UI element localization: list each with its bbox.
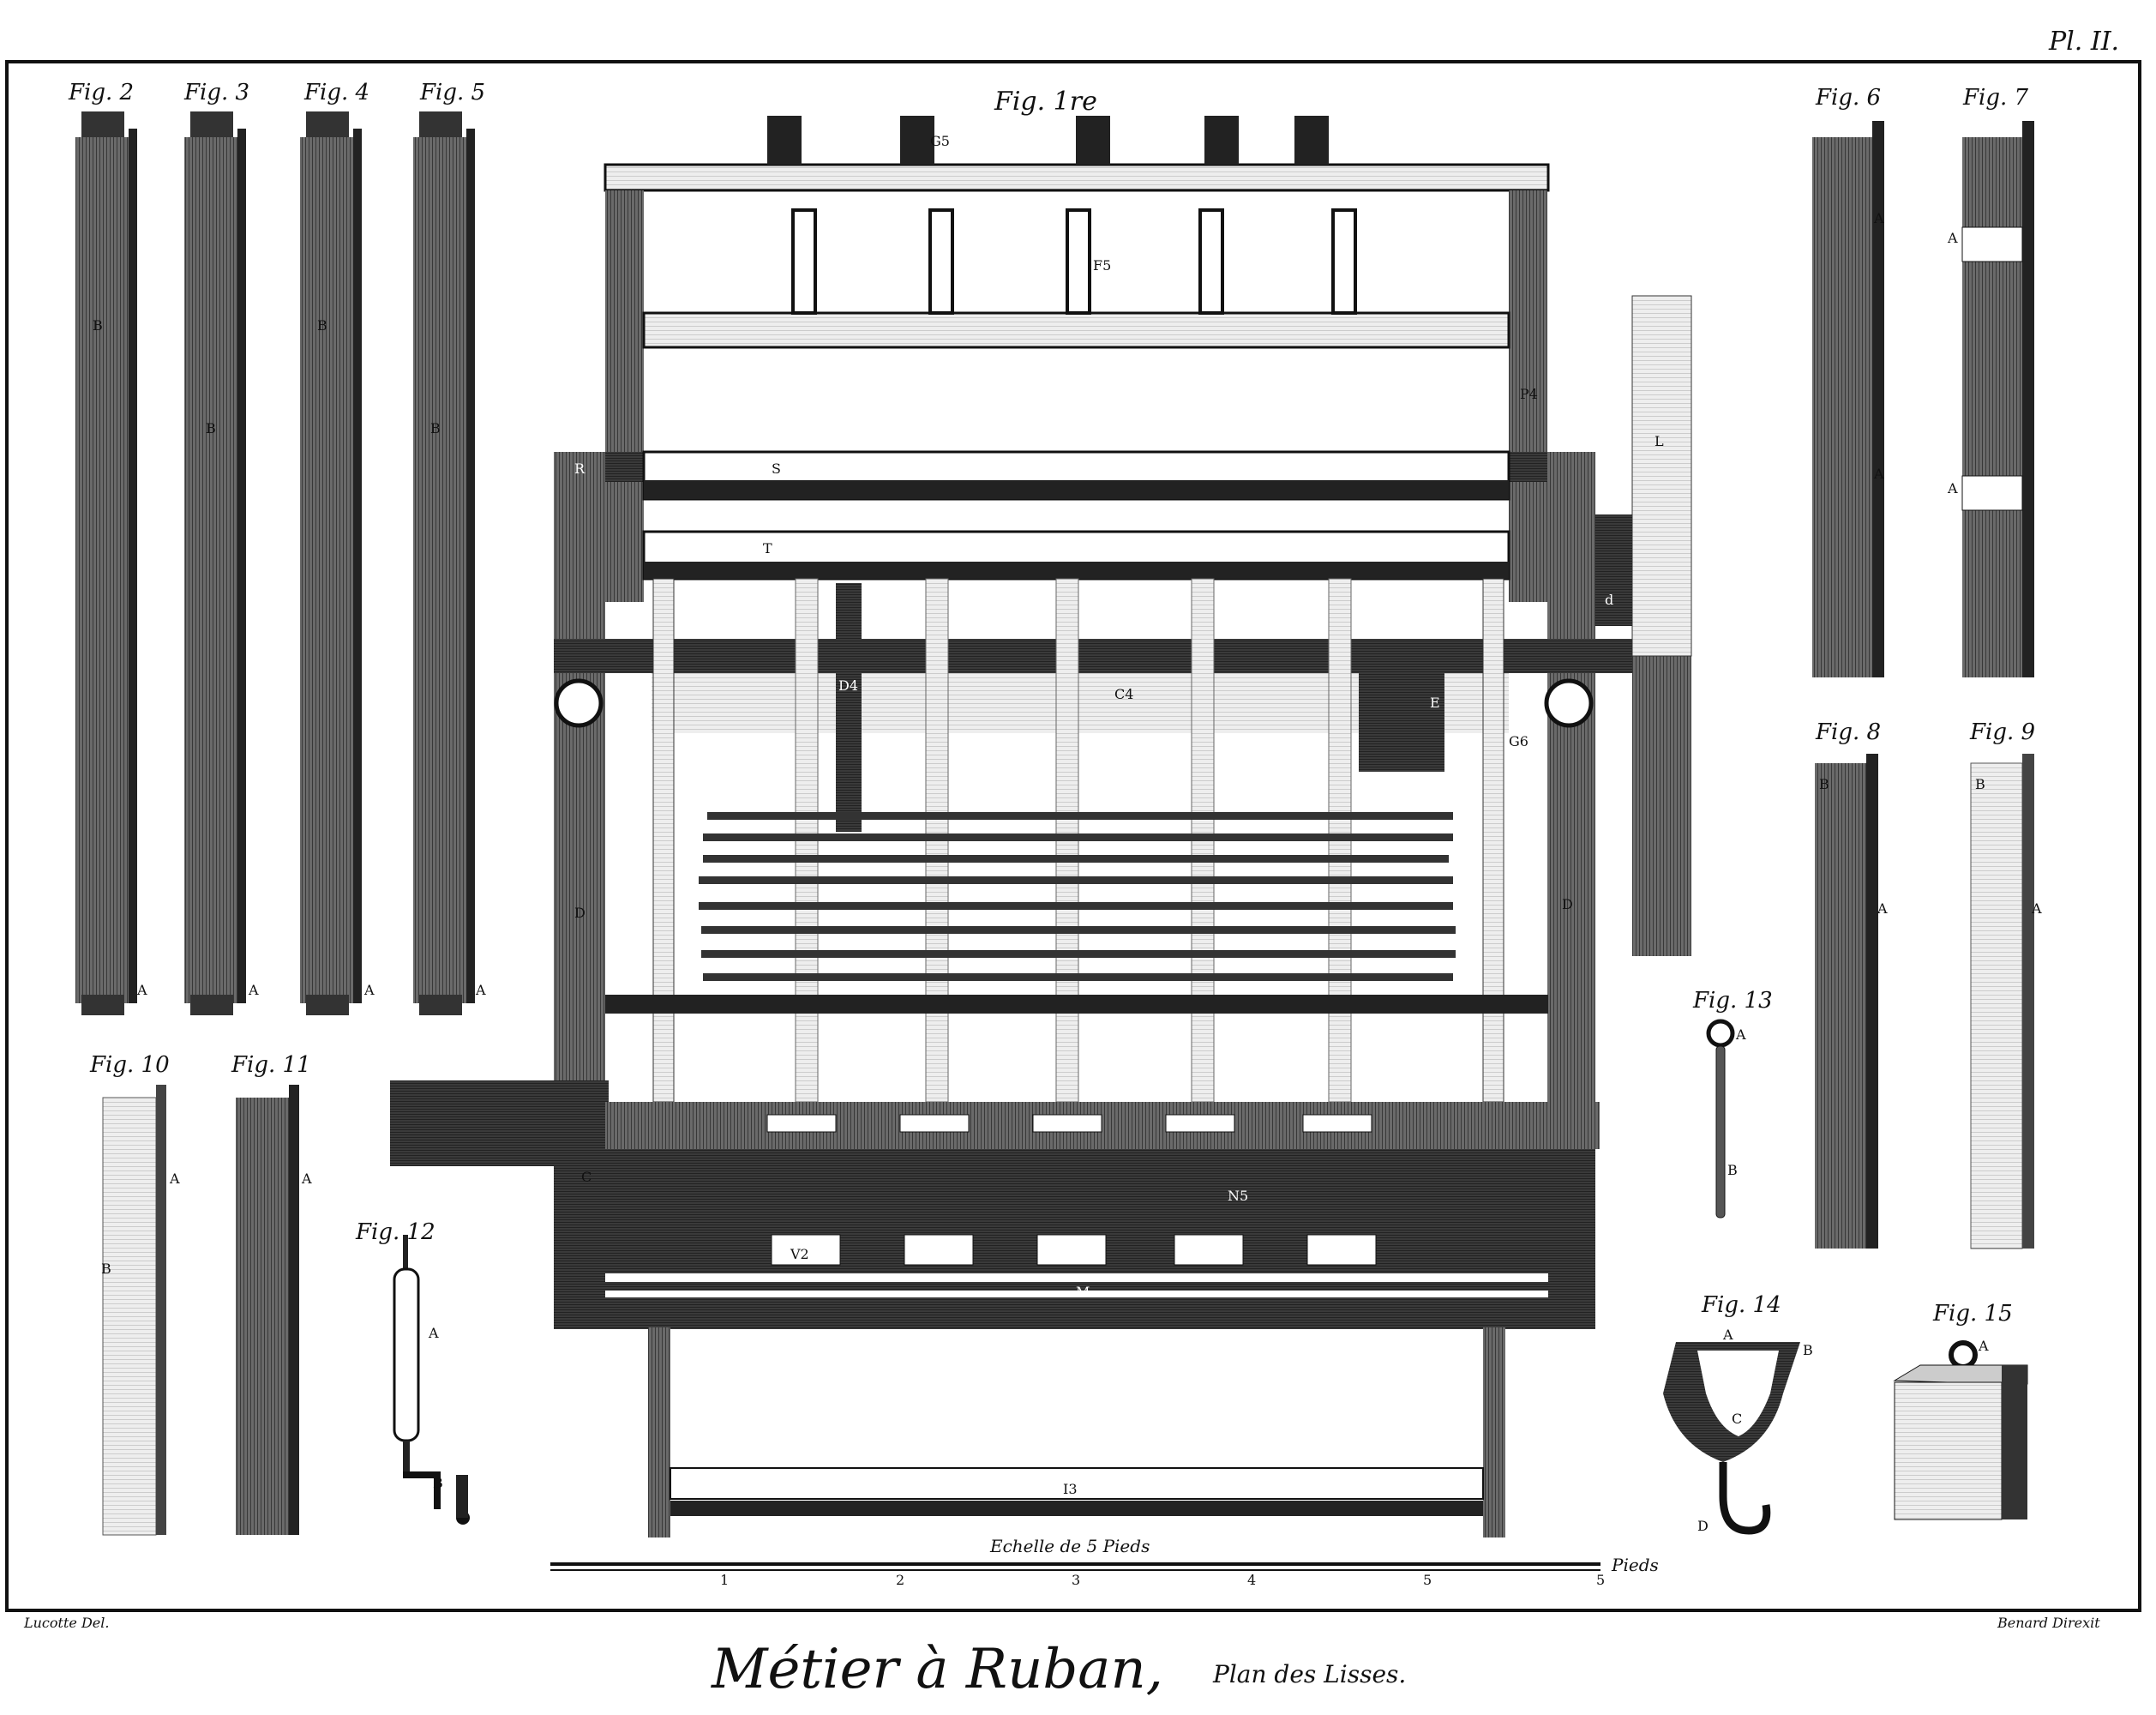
fig12-spindle: Fig. 12 A B	[355, 1219, 470, 1525]
spools	[791, 208, 1357, 315]
svg-text:Fig. 2: Fig. 2	[68, 80, 134, 105]
svg-text:B: B	[1819, 776, 1829, 792]
svg-text:B: B	[93, 317, 103, 334]
svg-text:A: A	[1735, 1026, 1746, 1043]
svg-text:4: 4	[1247, 1572, 1256, 1588]
svg-text:B: B	[101, 1261, 111, 1277]
plate-border	[5, 60, 2141, 1612]
svg-text:1: 1	[720, 1572, 729, 1588]
svg-text:Fig. 9: Fig. 9	[1969, 719, 2035, 745]
svg-text:B: B	[1803, 1342, 1813, 1358]
treadle-shoes	[766, 1114, 1377, 1266]
fig14-hook: Fig. 14 A B C D	[1663, 1292, 1813, 1535]
svg-text:A: A	[1947, 480, 1958, 496]
bar-fig4	[300, 111, 362, 1015]
svg-text:Fig. 4: Fig. 4	[303, 80, 369, 105]
plate-subtitle: Plan des Lisses.	[1212, 1660, 1406, 1688]
svg-text:C: C	[1732, 1411, 1742, 1427]
svg-text:A: A	[248, 982, 259, 998]
svg-text:F5: F5	[1093, 257, 1111, 274]
svg-text:A: A	[1978, 1338, 1989, 1354]
svg-text:A: A	[428, 1325, 439, 1341]
svg-text:Fig. 5: Fig. 5	[419, 80, 485, 105]
figs-10-11: Fig. 10 Fig. 11 A A B	[89, 1052, 312, 1536]
svg-text:A: A	[363, 982, 375, 998]
svg-text:Fig. 13: Fig. 13	[1692, 988, 1773, 1014]
engraver-credit: Benard Direxit	[1997, 1615, 2100, 1631]
plate-title: Métier à Ruban,	[711, 1638, 1163, 1701]
svg-text:P4: P4	[1520, 386, 1538, 402]
svg-text:T: T	[763, 540, 772, 557]
svg-text:C4: C4	[1114, 686, 1133, 702]
svg-text:Fig. 12: Fig. 12	[355, 1219, 435, 1245]
svg-text:G5: G5	[930, 133, 950, 149]
bar-fig5	[413, 111, 475, 1015]
svg-text:A: A	[1873, 210, 1884, 226]
bar-fig2	[75, 111, 137, 1015]
svg-text:5: 5	[1596, 1572, 1605, 1588]
svg-text:B: B	[433, 1475, 443, 1491]
draughtsman-credit: Lucotte Del.	[23, 1615, 109, 1631]
svg-text:A: A	[1947, 230, 1958, 246]
svg-text:G6: G6	[1509, 733, 1528, 749]
svg-text:I3: I3	[1063, 1481, 1078, 1497]
svg-text:D: D	[574, 905, 586, 921]
svg-text:5: 5	[1423, 1572, 1432, 1588]
svg-text:Fig. 7: Fig. 7	[1962, 85, 2029, 111]
svg-text:A: A	[475, 982, 486, 998]
figs-6-9: Fig. 6 Fig. 7 A A A A Fig. 8 Fig. 9 A A …	[1812, 85, 2042, 1249]
svg-text:3: 3	[1072, 1572, 1080, 1588]
fig15-weight: Fig. 15 A	[1893, 1301, 2028, 1520]
svg-text:S: S	[772, 460, 781, 477]
svg-text:Fig. 1re: Fig. 1re	[994, 87, 1097, 117]
fig1-loom: Fig. 1re G5 F5 P4 R S T	[390, 87, 1634, 1537]
svg-text:d: d	[1605, 592, 1613, 608]
svg-text:B: B	[317, 317, 327, 334]
svg-text:B: B	[1727, 1162, 1738, 1178]
svg-text:Fig. 6: Fig. 6	[1815, 85, 1881, 111]
svg-text:A: A	[1873, 466, 1884, 482]
svg-text:Pieds: Pieds	[1611, 1555, 1659, 1575]
svg-text:Fig. 11: Fig. 11	[231, 1052, 311, 1078]
svg-text:V2: V2	[790, 1246, 809, 1262]
svg-text:A: A	[301, 1170, 312, 1187]
svg-text:L: L	[1655, 433, 1664, 449]
svg-text:A: A	[1877, 900, 1888, 917]
svg-text:A: A	[136, 982, 147, 998]
svg-text:C: C	[581, 1169, 592, 1185]
svg-text:Fig. 14: Fig. 14	[1701, 1292, 1781, 1318]
plate-number: Pl. II.	[2048, 27, 2119, 57]
scale-bar: Echelle de 5 Pieds Pieds 1 2 3 4 5 5	[550, 1536, 1659, 1588]
svg-text:B: B	[206, 420, 216, 436]
svg-text:E: E	[1430, 695, 1440, 711]
svg-text:Fig. 10: Fig. 10	[89, 1052, 170, 1078]
svg-text:2: 2	[896, 1572, 904, 1588]
svg-text:D: D	[1697, 1518, 1709, 1534]
top-brackets	[767, 116, 1329, 165]
svg-text:B: B	[1975, 776, 1985, 792]
svg-text:Fig. 15: Fig. 15	[1932, 1301, 2013, 1327]
svg-text:R: R	[574, 460, 586, 477]
svg-text:Fig. 3: Fig. 3	[183, 80, 249, 105]
svg-text:A: A	[2031, 900, 2042, 917]
svg-text:A: A	[1722, 1327, 1733, 1343]
svg-text:D4: D4	[838, 677, 858, 694]
svg-text:M: M	[1076, 1284, 1090, 1300]
svg-text:B: B	[430, 420, 441, 436]
svg-text:D: D	[1562, 896, 1573, 912]
svg-text:Fig. 8: Fig. 8	[1815, 719, 1881, 745]
bar-fig3	[184, 111, 246, 1015]
svg-text:A: A	[169, 1170, 180, 1187]
lever-L: L d	[1595, 295, 1692, 956]
heddle-bars	[699, 812, 1456, 981]
figs-2-5: Fig. 2 Fig. 3 Fig. 4 Fig. 5 A A A A B B …	[68, 80, 486, 1015]
svg-text:Echelle de 5 Pieds: Echelle de 5 Pieds	[989, 1536, 1150, 1556]
fig13-pin: Fig. 13 A B	[1692, 988, 1773, 1219]
svg-text:N5: N5	[1228, 1188, 1248, 1204]
